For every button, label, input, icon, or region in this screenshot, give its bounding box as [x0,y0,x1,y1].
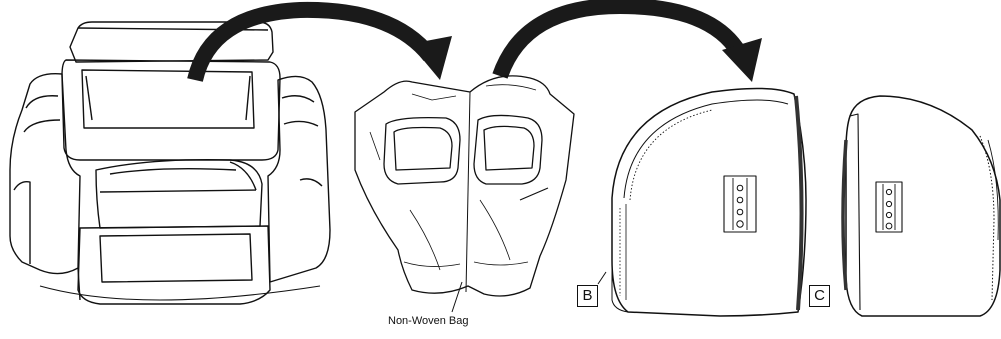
chair-left-arm [10,74,80,274]
arrow-bag-to-parts [500,6,762,82]
side-panel-b-drawing [598,88,806,316]
chair-seat-cushion [96,160,262,228]
panel-b-bracket [724,176,756,232]
non-woven-bag-label: Non-Woven Bag [388,315,469,327]
part-c-label: C [809,285,830,307]
bag-leader-line [452,282,462,312]
chair-right-arm [268,76,330,282]
arrow-chair-to-bag [195,10,452,80]
side-panel-c-drawing [843,96,1000,316]
non-woven-bag-drawing [355,76,574,312]
recliner-chair-drawing [10,22,330,304]
chair-front-panel [78,226,270,304]
part-b-label: B [577,285,598,307]
